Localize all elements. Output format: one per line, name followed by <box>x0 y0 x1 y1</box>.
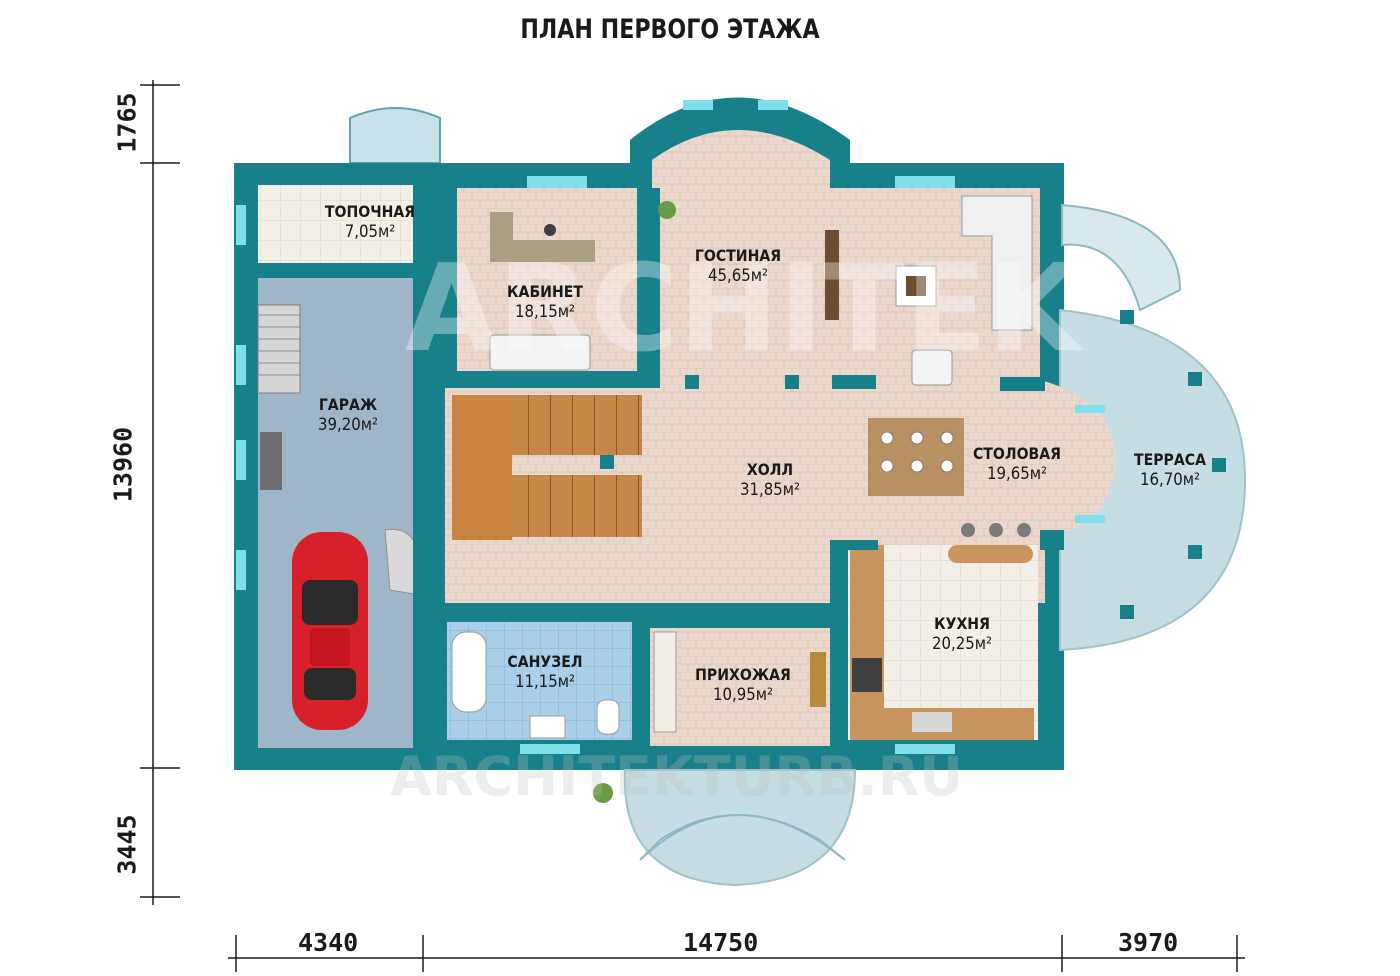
room-area: 10,95м² <box>712 685 774 705</box>
room-area: 31,85м² <box>739 480 801 500</box>
room-name: ХОЛЛ <box>746 460 794 479</box>
car-icon <box>292 532 368 730</box>
dim-top-projection: 1765 <box>112 92 142 153</box>
room-label-topochnaya: ТОПОЧНАЯ 7,05м² <box>324 202 416 242</box>
room-name: ТОПОЧНАЯ <box>324 202 416 221</box>
room-name: ГАРАЖ <box>318 395 378 414</box>
garage-contents <box>257 304 421 730</box>
room-name: ПРИХОЖАЯ <box>695 665 791 684</box>
watermark-logo: ARCHITEK <box>405 240 1081 379</box>
room-label-stolovaya: СТОЛОВАЯ 19,65м² <box>969 444 1066 484</box>
room-label-garazh: ГАРАЖ 39,20м² <box>304 395 392 435</box>
page-title: ПЛАН ПЕРВОГО ЭТАЖА <box>520 14 820 45</box>
dim-garage-width: 4340 <box>298 928 359 957</box>
room-area: 7,05м² <box>344 222 396 242</box>
room-label-prihozhaya: ПРИХОЖАЯ 10,95м² <box>695 665 792 705</box>
interior-walls <box>258 163 1064 770</box>
room-name: ТЕРРАСА <box>1134 450 1206 469</box>
room-area: 19,65м² <box>986 464 1048 484</box>
room-area: 45,65м² <box>707 266 769 286</box>
room-label-sanuzel: САНУЗЕЛ 11,15м² <box>501 652 589 692</box>
windows <box>236 100 1105 754</box>
room-label-holl: ХОЛЛ 31,85м² <box>726 460 814 500</box>
room-area: 11,15м² <box>514 672 576 692</box>
room-area: 39,20м² <box>317 415 379 435</box>
room-area: 16,70м² <box>1139 470 1201 490</box>
dim-main-width: 14750 <box>683 928 759 957</box>
room-label-kuhnya: КУХНЯ 20,25м² <box>918 614 1006 654</box>
room-area: 18,15м² <box>514 302 576 322</box>
room-name: КАБИНЕТ <box>507 282 583 301</box>
dim-main-depth: 13960 <box>108 426 138 503</box>
dim-terrace-width: 3970 <box>1118 928 1179 957</box>
watermark-url: ARCHITEKTURB.RU <box>390 745 964 808</box>
furniture <box>451 195 1034 803</box>
room-label-gostinaya: ГОСТИНАЯ 45,65м² <box>690 246 787 286</box>
room-label-terrasa: ТЕРРАСА 16,70м² <box>1126 450 1214 490</box>
room-name: СТОЛОВАЯ <box>972 444 1062 463</box>
room-label-kabinet: КАБИНЕТ 18,15м² <box>501 282 589 322</box>
dimension-lines <box>140 80 1245 972</box>
dim-bottom-projection: 3445 <box>112 814 142 875</box>
terrace-columns <box>1120 310 1226 619</box>
room-area: 20,25м² <box>931 634 993 654</box>
room-name: КУХНЯ <box>934 614 990 633</box>
room-name: ГОСТИНАЯ <box>694 246 782 265</box>
room-name: САНУЗЕЛ <box>507 652 583 671</box>
staircase <box>452 395 642 540</box>
